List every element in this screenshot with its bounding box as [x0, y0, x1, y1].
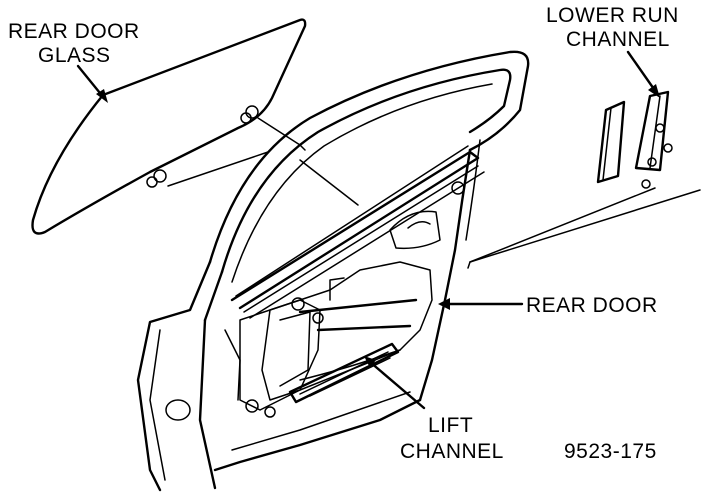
alignment-lines [167, 117, 359, 206]
lift-channel-label-line1: LIFT [428, 414, 473, 437]
rear-door-glass [31, 18, 307, 235]
rear-door-label: REAR DOOR [526, 294, 658, 317]
leader-lines [76, 50, 660, 410]
lower-run-channel [467, 90, 701, 269]
lower-run-channel-label-line1: LOWER RUN [546, 4, 679, 27]
lift-channel [288, 342, 400, 404]
lift-channel-label-line2: CHANNEL [400, 440, 504, 463]
rear-door-glass-label-line2: GLASS [38, 44, 111, 67]
lower-run-channel-label-line2: CHANNEL [566, 28, 670, 51]
figure-number: 9523-175 [564, 440, 657, 463]
rear-door-frame [136, 50, 530, 492]
rear-door-glass-label-line1: REAR DOOR [8, 20, 140, 43]
